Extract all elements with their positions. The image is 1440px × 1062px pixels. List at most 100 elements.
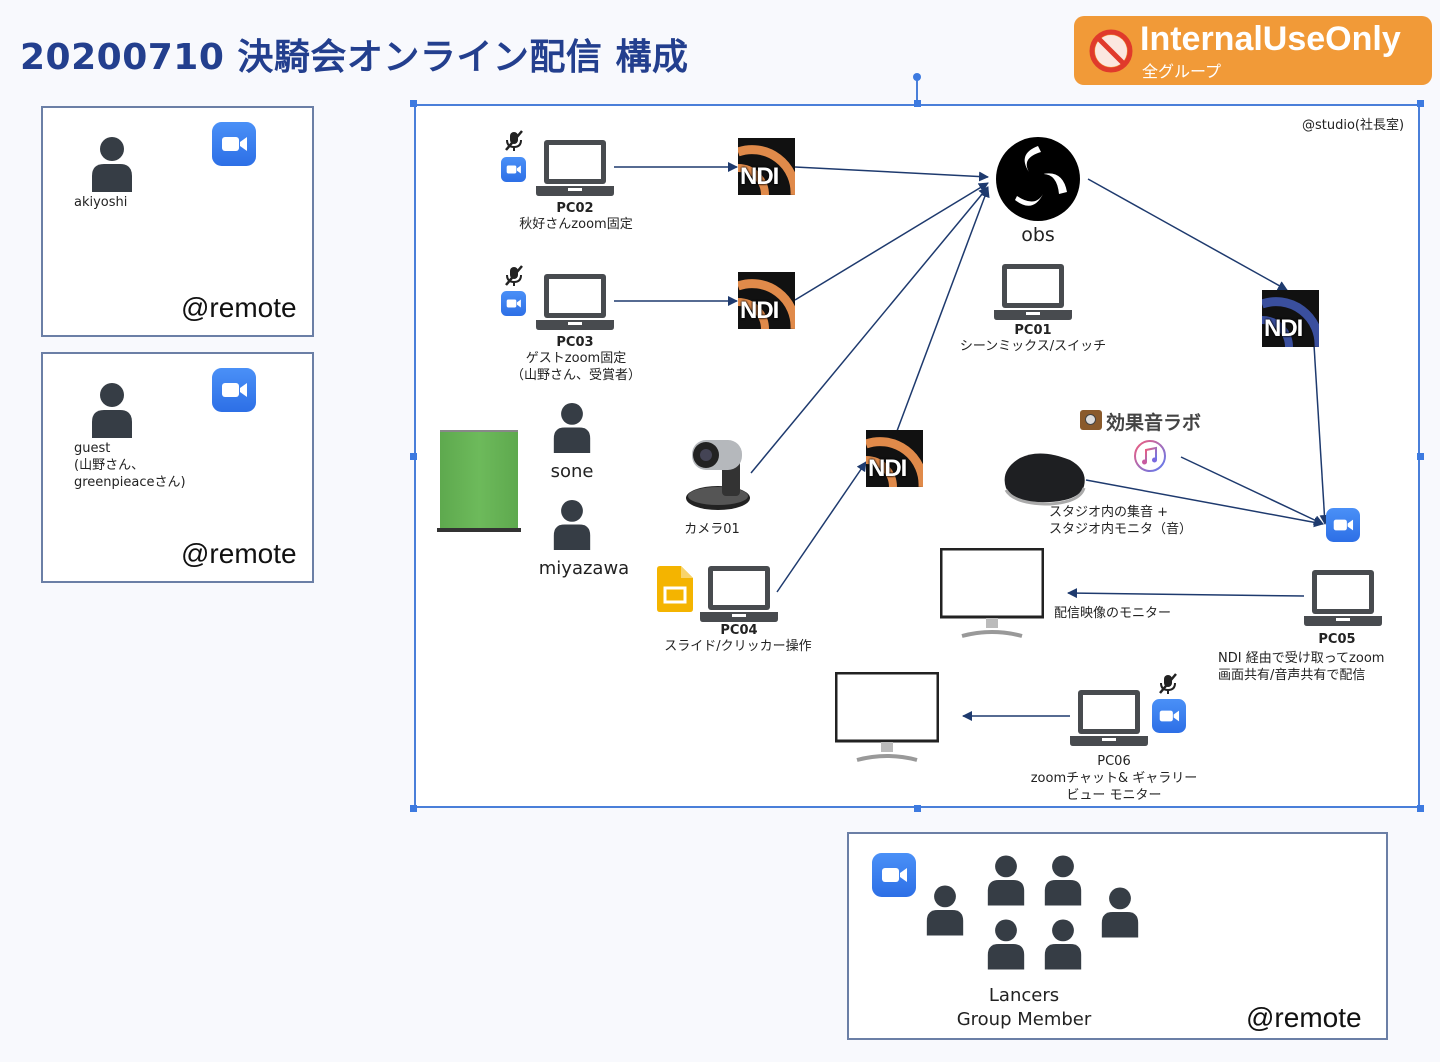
pc03-desc-line: （山野さん、受賞者） [510, 368, 641, 383]
monitor1-desc: 配信映像のモニター [1054, 606, 1172, 621]
pc03-name: PC03 [556, 335, 594, 350]
speaker-desc-line: スタジオ内の集音 + [1049, 505, 1169, 520]
zoom-icon [212, 368, 256, 412]
pc05-desc: NDI 経由で受け取ってzoom 画面共有/音声共有で配信 [1218, 650, 1384, 684]
person-label-line: guest [74, 441, 111, 456]
camera-label: カメラ01 [684, 522, 740, 537]
pc01-desc: シーンミックス/スイッチ [959, 339, 1107, 354]
remote-box-group: Lancers Group Member @remote [847, 832, 1388, 1040]
pc01-name: PC01 [1014, 323, 1052, 338]
person-label: guest (山野さん、 greenpieaceさん) [74, 440, 186, 491]
pc02-name: PC02 [556, 201, 594, 216]
ndi-label: NDI [740, 297, 779, 324]
itunes-icon [1134, 440, 1166, 472]
remote-box-akiyoshi: akiyoshi @remote [41, 106, 314, 337]
rotate-handle-stem [916, 77, 918, 104]
ndi-label: NDI [740, 163, 779, 190]
resize-handle-sw[interactable] [410, 805, 417, 812]
resize-handle-ne[interactable] [1417, 100, 1424, 107]
ndi-icon: NDI [1262, 290, 1319, 347]
person-label-line: greenpieaceさん) [74, 475, 186, 490]
laptop-icon-pc01 [994, 264, 1072, 320]
pc05-desc-line: NDI 経由で受け取ってzoom [1218, 651, 1385, 666]
ndi-icon: NDI [738, 272, 795, 329]
zoom-icon [872, 853, 916, 897]
person-icon [1044, 919, 1082, 970]
zoom-icon [1326, 508, 1360, 542]
person-icon [1101, 887, 1139, 938]
person-icon [926, 885, 964, 936]
speaker-desc-line: スタジオ内モニタ（音） [1049, 522, 1193, 537]
person-icon [92, 383, 132, 438]
ndi-label: NDI [1264, 315, 1303, 342]
monitor-icon [835, 672, 939, 762]
speaker-box-icon [1080, 410, 1102, 430]
pc02-desc: 秋好さんzoom固定 [519, 217, 633, 232]
pc04-desc: スライド/クリッカー操作 [664, 639, 812, 654]
conference-speaker-icon [1004, 453, 1086, 506]
resize-handle-w[interactable] [410, 453, 417, 460]
pc04-name: PC04 [720, 623, 758, 638]
obs-label: obs [1021, 224, 1055, 246]
no-entry-icon [1089, 29, 1133, 73]
mic-muted-icon [505, 265, 523, 286]
badge-subtitle: 全グループ [1142, 62, 1222, 81]
laptop-icon-pc06 [1070, 690, 1148, 746]
obs-logo-icon [996, 137, 1080, 221]
location-label: @remote [1246, 1002, 1362, 1033]
resize-handle-nw[interactable] [410, 100, 417, 107]
person-icon [1044, 855, 1082, 906]
zoom-icon [501, 157, 526, 182]
rotate-handle[interactable] [913, 73, 921, 81]
resize-handle-s[interactable] [914, 805, 921, 812]
group-label: Lancers Group Member [924, 984, 1124, 1032]
studio-label: @studio(社長室) [1302, 118, 1405, 133]
page-title: 20200710 決騎会オンライン配信 構成 [20, 37, 689, 78]
pc06-name: PC06 [1097, 754, 1131, 769]
resize-handle-e[interactable] [1417, 453, 1424, 460]
person-icon [987, 855, 1025, 906]
laptop-icon-pc05 [1304, 570, 1382, 626]
ndi-label: NDI [868, 455, 907, 482]
green-screen-base [437, 528, 521, 532]
mic-muted-icon [1159, 673, 1177, 694]
group-label-line: Group Member [956, 1009, 1092, 1030]
resize-handle-se[interactable] [1417, 805, 1424, 812]
pc03-desc: ゲストzoom固定 （山野さん、受賞者） [496, 350, 656, 384]
google-slides-icon [657, 566, 693, 612]
person-icon [92, 137, 132, 192]
person-label-line: (山野さん、 [74, 458, 145, 473]
pc06-desc: PC06 zoomチャット& ギャラリー ビュー モニター [1014, 753, 1214, 804]
person-label-miyazawa: miyazawa [538, 558, 630, 579]
pc06-desc-line: zoomチャット& ギャラリー [1030, 771, 1198, 786]
location-label: @remote [181, 538, 297, 569]
location-label: @remote [181, 292, 297, 323]
monitor-icon [940, 548, 1044, 638]
pc06-desc-line: ビュー モニター [1066, 788, 1162, 803]
laptop-icon-pc03 [536, 274, 614, 330]
zoom-icon [212, 122, 256, 166]
ndi-icon: NDI [866, 430, 923, 487]
person-label: akiyoshi [74, 195, 128, 210]
laptop-icon-pc04 [700, 566, 778, 622]
person-icon [553, 402, 591, 453]
ptz-camera-icon [686, 440, 750, 510]
pc03-desc-line: ゲストzoom固定 [525, 351, 627, 366]
pc05-name: PC05 [1318, 632, 1356, 647]
speaker-desc: スタジオ内の集音 + スタジオ内モニタ（音） [1049, 504, 1192, 538]
group-label-line: Lancers [988, 985, 1060, 1006]
zoom-icon [501, 291, 526, 316]
person-icon [987, 919, 1025, 970]
green-screen-image [440, 430, 518, 530]
person-icon [553, 499, 591, 550]
badge-title: InternalUseOnly [1140, 20, 1401, 58]
internal-use-badge: InternalUseOnly 全グループ [1074, 16, 1432, 85]
laptop-icon-pc02 [536, 140, 614, 196]
remote-box-guest: guest (山野さん、 greenpieaceさん) @remote [41, 352, 314, 583]
zoom-icon [1152, 699, 1186, 733]
sfx-lab-logo: 効果音ラボ [1106, 412, 1202, 434]
pc05-desc-line: 画面共有/音声共有で配信 [1218, 668, 1366, 683]
mic-muted-icon [505, 130, 523, 151]
person-label-sone: sone [550, 461, 594, 482]
resize-handle-n[interactable] [914, 100, 921, 107]
